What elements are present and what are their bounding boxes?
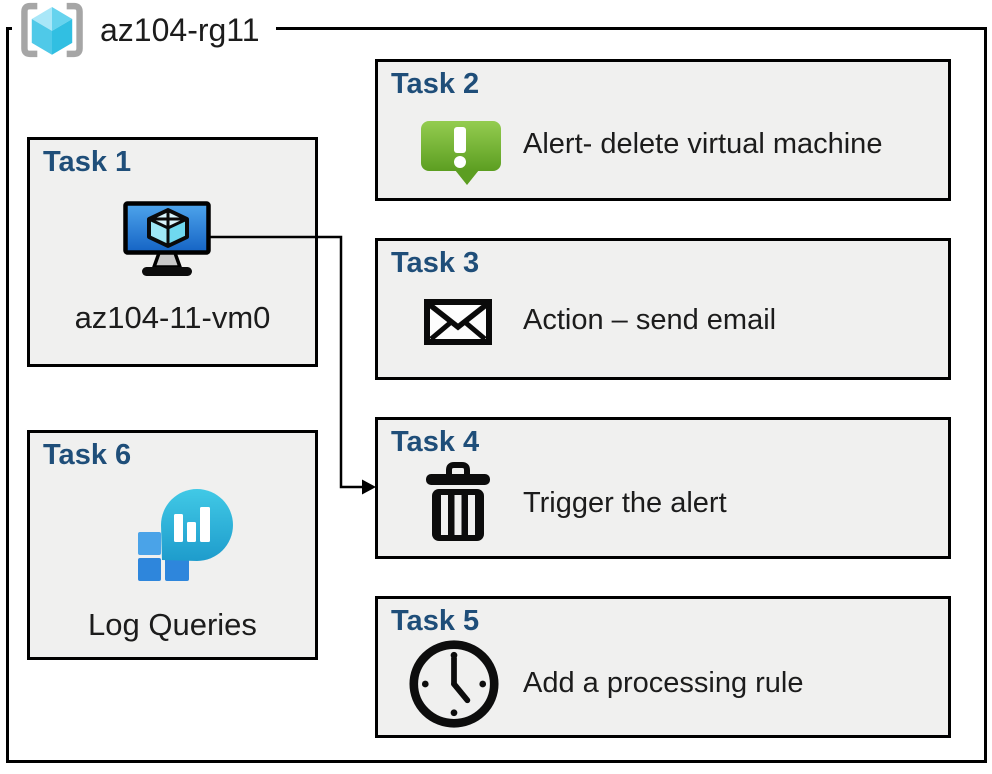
task3-label: Action – send email	[523, 304, 777, 336]
task6-label: Log Queries	[88, 607, 257, 642]
task3-title: Task 3	[391, 247, 480, 279]
log-analytics-icon	[138, 489, 233, 581]
task5-title: Task 5	[391, 605, 480, 637]
task5-label: Add a processing rule	[523, 667, 804, 699]
task3-box: Task 3 Action – send email	[375, 238, 951, 380]
task6-title: Task 6	[43, 439, 132, 471]
resource-group-icon	[21, 2, 83, 58]
task1-box: Task 1 az104-11-vm0	[27, 137, 318, 367]
task4-title: Task 4	[391, 426, 480, 458]
task4-label: Trigger the alert	[523, 487, 727, 519]
clock-icon	[409, 640, 499, 728]
resource-group-header: az104-rg11	[12, 1, 276, 59]
task2-box: Task 2 Alert- delete virtual machine	[375, 59, 951, 201]
task1-label: az104-11-vm0	[74, 300, 271, 335]
task6-box: Task 6 Log Queries	[27, 430, 318, 660]
resource-group-title: az104-rg11	[100, 11, 260, 48]
task2-title: Task 2	[391, 68, 480, 100]
virtual-machine-icon	[123, 201, 211, 276]
email-icon	[424, 299, 492, 345]
task4-box: Task 4 Trigger the alert	[375, 417, 951, 559]
alert-icon	[421, 121, 501, 185]
task5-box: Task 5 Add a processing rule	[375, 596, 951, 738]
task1-title: Task 1	[43, 146, 132, 178]
task2-label: Alert- delete virtual machine	[523, 128, 883, 160]
trash-icon	[426, 462, 490, 541]
